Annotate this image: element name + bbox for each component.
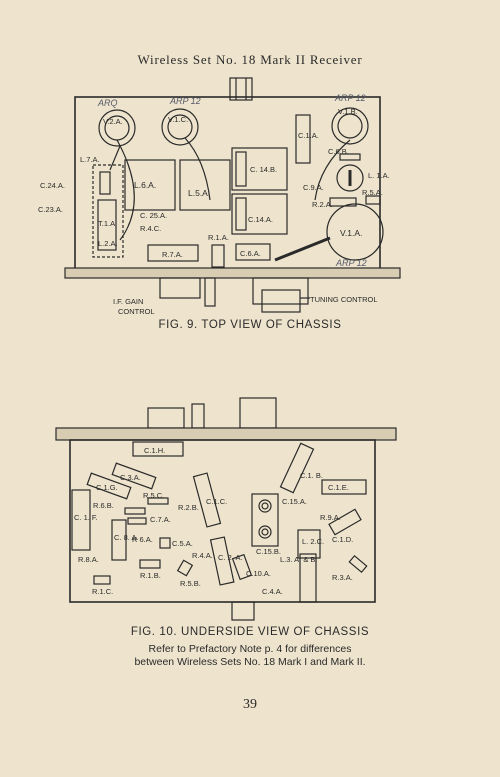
label-r5c: R.5.C. (143, 491, 164, 500)
label-l3ab: L.3. A. & B. (280, 555, 318, 564)
note-line-1: Refer to Prefactory Note p. 4 for differ… (148, 643, 352, 655)
label-c4a: C.4.A. (262, 587, 283, 596)
label-r6b: R.6.B. (93, 501, 114, 510)
handwritten-arp12-c: ARP 12 (335, 258, 367, 268)
label-r1b: R.1.B. (140, 571, 161, 580)
label-c24a: C.24.A. (40, 181, 65, 190)
fig9-caption: FIG. 9. TOP VIEW OF CHASSIS (158, 319, 342, 331)
fig9-diagram: ARQ ARP 12 ARP 12 ARP 12 V.2.A. V.1.C. V… (38, 77, 401, 316)
label-c15b: C.15.B. (256, 547, 281, 556)
label-v1a: V.1.A. (340, 228, 362, 238)
label-t1a: T.1.A. (98, 219, 117, 228)
label-r1a: R.1.A. (208, 233, 229, 242)
label-l6a: L.6.A. (134, 180, 156, 190)
label-c6b: C.6.B. (328, 147, 349, 156)
note-line-2: between Wireless Sets No. 18 Mark I and … (134, 656, 366, 668)
label-c1f: C. 1. F. (74, 513, 98, 522)
label-c1g: C.1.G. (96, 483, 118, 492)
label-r2a: R.2.A. (312, 200, 333, 209)
label-l2a: L.2.A. (98, 239, 118, 248)
page-header: Wireless Set No. 18 Mark II Receiver (137, 52, 363, 67)
fig10-caption: FIG. 10. UNDERSIDE VIEW OF CHASSIS (130, 626, 370, 638)
label-c8a: C. 8. A. (114, 533, 139, 542)
label-if-gain: I.F. GAIN (113, 297, 143, 306)
handwritten-arp12-a: ARP 12 (169, 96, 201, 106)
label-c1h: C.1.H. (144, 446, 165, 455)
label-c23a: C.23.A. (38, 205, 63, 214)
prefactory-note: Refer to Prefactory Note p. 4 for differ… (0, 643, 500, 669)
label-tuning-control: TUNING CONTROL (310, 295, 378, 304)
handwritten-arp12-b: ARP 12 (334, 93, 366, 103)
label-c6a: C.6.A. (240, 249, 261, 258)
label-c5a: C.5.A. (172, 539, 193, 548)
label-c14b: C. 14.B. (250, 165, 277, 174)
label-c2a: C. 2. A. (218, 553, 243, 562)
label-c1e: C.1.E. (328, 483, 349, 492)
label-c15a: C.15.A. (282, 497, 307, 506)
label-control: CONTROL (118, 307, 155, 316)
label-c10a: C.10.A. (246, 569, 271, 578)
label-c1a: C.1.A. (298, 131, 319, 140)
label-c7a: C.7.A. (150, 515, 171, 524)
label-r9a: R.9.A. (320, 513, 341, 522)
label-r1c: R.1.C. (92, 587, 113, 596)
label-r2b: R.2.B. (178, 503, 199, 512)
label-r6a: R 6.A. (132, 535, 153, 544)
label-r8a: R.8.A. (78, 555, 99, 564)
label-l5a: L.5.A. (188, 188, 210, 198)
page-number: 39 (243, 697, 257, 712)
label-l1a: L. 1.A. (368, 171, 390, 180)
label-c25a: C. 25.A. (140, 211, 167, 220)
label-c3a: C.3.A. (120, 473, 141, 482)
label-v1b: V.1.B. (338, 107, 358, 116)
label-v1c: V.1.C. (168, 115, 188, 124)
label-r5b: R.5.B. (180, 579, 201, 588)
label-v2a: V.2.A. (103, 117, 123, 126)
label-c9a: C.9.A. (303, 183, 324, 192)
label-l2c: L. 2.C. (302, 537, 324, 546)
label-c1b: C.1. B. (300, 471, 323, 480)
label-r4c: R.4.C. (140, 224, 161, 233)
label-c1c: C.1.C. (206, 497, 227, 506)
label-r3a: R.3.A. (332, 573, 353, 582)
fig10-diagram: C.1.H. C.3.A. C.1.G. C.1. B. C.1.E. C. 1… (55, 397, 397, 621)
label-r7a: R.7.A. (162, 250, 183, 259)
label-r5a: R.5.A. (362, 188, 383, 197)
label-c14a: C.14.A. (248, 215, 273, 224)
label-c1d: C.1.D. (332, 535, 353, 544)
handwritten-arq: ARQ (97, 98, 118, 108)
label-l7a: L.7.A. (80, 155, 100, 164)
label-r4a: R.4.A. (192, 551, 213, 560)
